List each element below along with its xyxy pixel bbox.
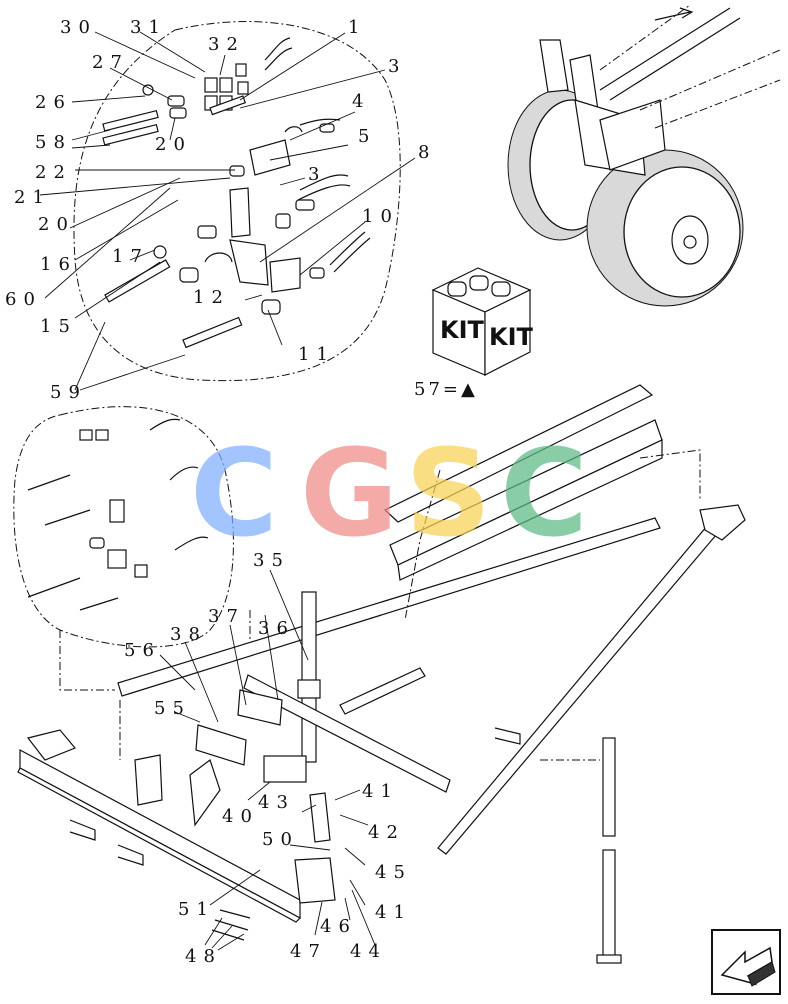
callout-35: 35 [253, 550, 290, 571]
transport-wheels [507, 4, 781, 307]
callout-55: 55 [154, 698, 191, 719]
callout-43: 43 [258, 792, 295, 813]
callout-26: 26 [35, 92, 72, 113]
callout-17: 17 [112, 246, 149, 267]
callout-22: 22 [35, 162, 72, 183]
hose [102, 37, 371, 349]
callout-58: 58 [35, 132, 72, 153]
callout-59: 59 [50, 382, 87, 403]
watermark-letter: C [500, 425, 588, 564]
callout-36: 36 [258, 618, 295, 639]
kit-label-left: KIT [440, 316, 485, 344]
kit-label-right: KIT [489, 323, 534, 351]
callout-45: 45 [375, 862, 412, 883]
callout-51: 51 [178, 899, 215, 920]
callout-31: 31 [130, 17, 167, 38]
callout-40: 40 [222, 806, 259, 827]
kit-callout: 57=▲ [414, 379, 478, 400]
callout-27: 27 [92, 52, 129, 73]
callout-56: 56 [124, 640, 161, 661]
callout-8: 8 [418, 142, 436, 163]
callout-20-upper: 20 [155, 134, 192, 155]
callout-38: 38 [170, 624, 207, 645]
watermark-letter: C [190, 425, 278, 564]
hose-group-secondary [13, 406, 234, 648]
callout-10: 10 [362, 206, 399, 227]
callout-20-lower: 20 [38, 214, 75, 235]
hitch-frame [17, 384, 746, 964]
callout-50: 50 [262, 829, 299, 850]
watermark-letter: S [405, 425, 491, 564]
kit-box: KIT KIT 57=▲ [414, 267, 534, 400]
callout-42: 42 [368, 822, 405, 843]
callout-46: 46 [320, 916, 357, 937]
callout-labels: 30 31 32 1 27 3 26 4 58 20 5 8 22 3 21 2… [5, 17, 436, 967]
leader-lines [39, 31, 416, 391]
callout-60: 60 [5, 289, 42, 310]
callout-30: 30 [60, 17, 97, 38]
mounting-bracket [204, 126, 303, 293]
callout-21: 21 [14, 187, 51, 208]
arrow-icon[interactable] [711, 929, 781, 995]
callout-44: 44 [350, 941, 387, 962]
callout-16: 16 [40, 254, 77, 275]
callout-32: 32 [208, 34, 245, 55]
watermark-letter: G [300, 425, 399, 564]
hydraulic-hose-group [39, 21, 416, 391]
watermark: C G S C [190, 425, 588, 564]
callout-3-lower: 3 [308, 164, 326, 185]
callout-48: 48 [185, 946, 222, 967]
callout-47: 47 [290, 941, 327, 962]
hose-fitting [142, 63, 335, 315]
callout-11: 11 [298, 344, 335, 365]
callout-3: 3 [388, 56, 406, 77]
callout-5: 5 [358, 126, 376, 147]
callout-4: 4 [352, 91, 370, 112]
callout-37: 37 [208, 606, 245, 627]
callout-12: 12 [193, 287, 230, 308]
callout-1: 1 [348, 17, 366, 38]
callout-41-upper: 41 [362, 781, 399, 802]
callout-41-lower: 41 [375, 902, 412, 923]
callout-15: 15 [40, 316, 77, 337]
